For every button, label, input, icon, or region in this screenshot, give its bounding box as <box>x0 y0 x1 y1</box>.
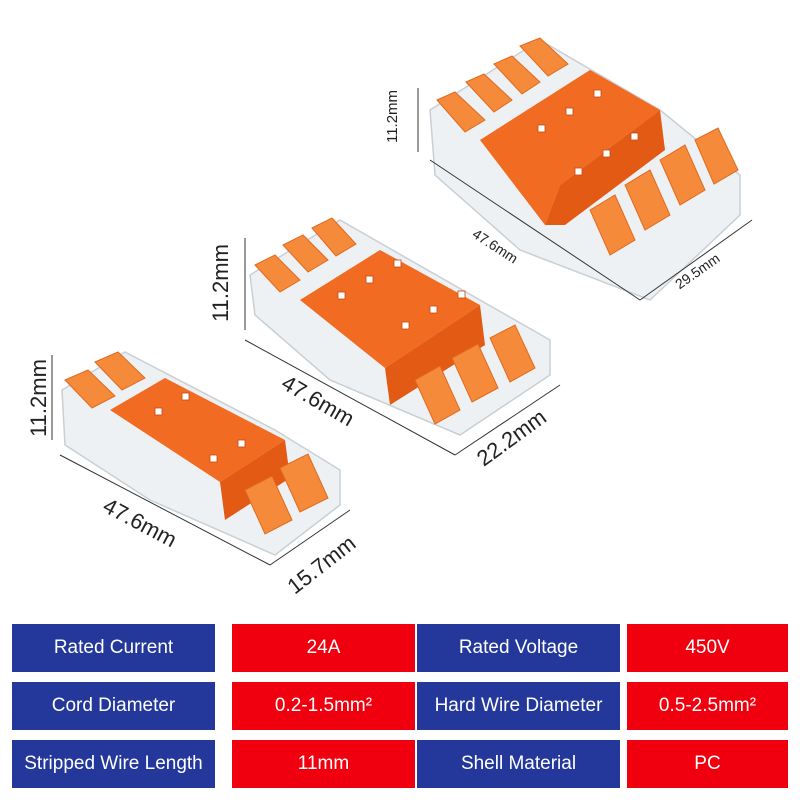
spec-value-cord-diameter: 0.2-1.5mm² <box>232 682 415 730</box>
spec-value-rated-voltage: 450V <box>627 624 788 672</box>
connector-three-way <box>249 217 551 436</box>
spec-label-hard-wire-diameter: Hard Wire Diameter <box>417 682 620 730</box>
spec-label-rated-current: Rated Current <box>12 624 215 672</box>
four-way-height-label: 11.2mm <box>384 89 402 144</box>
spec-row: Stripped Wire Length 11mm Shell Material… <box>12 740 788 788</box>
connectors-drawing <box>51 37 753 566</box>
spec-row: Cord Diameter 0.2-1.5mm² Hard Wire Diame… <box>12 682 788 730</box>
spec-value-shell-material: PC <box>627 740 788 788</box>
spec-row: Rated Current 24A Rated Voltage 450V <box>12 624 788 672</box>
spec-label-cord-diameter: Cord Diameter <box>12 682 215 730</box>
spec-value-stripped-wire-length: 11mm <box>232 740 415 788</box>
spec-value-rated-current: 24A <box>232 624 415 672</box>
spec-label-rated-voltage: Rated Voltage <box>417 624 620 672</box>
three-way-height-label: 11.2mm <box>207 244 233 322</box>
spec-label-stripped-wire-length: Stripped Wire Length <box>12 740 215 788</box>
two-way-height-label: 11.2mm <box>25 359 51 437</box>
spec-label-shell-material: Shell Material <box>417 740 620 788</box>
connector-four-way <box>429 37 741 301</box>
connector-two-way <box>61 351 341 556</box>
product-illustration: 11.2mm 47.6mm 29.5mm 11.2mm 47.6mm 22.2m… <box>25 37 753 599</box>
spec-value-hard-wire-diameter: 0.5-2.5mm² <box>627 682 788 730</box>
dimension-lines <box>51 88 753 566</box>
